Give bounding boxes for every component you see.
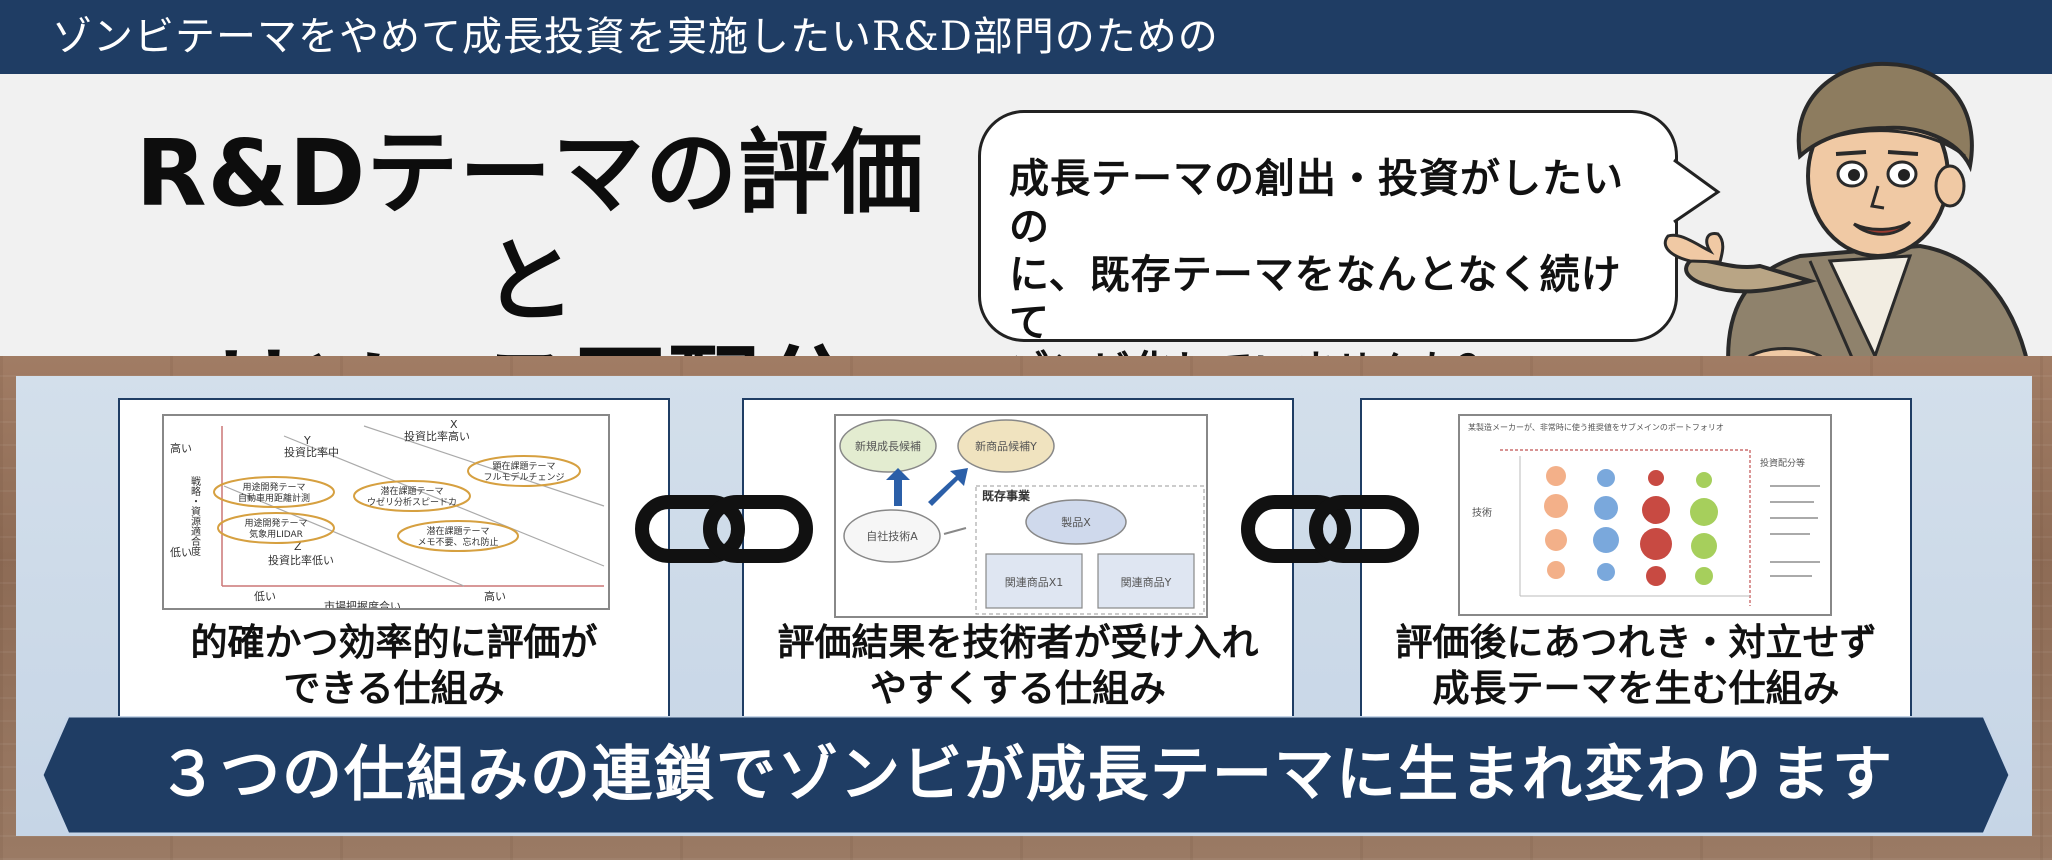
line-x-marker: X bbox=[450, 418, 458, 431]
bubble-new-product: 新商品候補Y bbox=[975, 439, 1037, 453]
card-2-caption: 評価結果を技術者が受け入れ やすくする仕組み bbox=[744, 620, 1292, 712]
card-2-figure: 既存事業 新規成長候補 新商品候補Y 自社技術A 製品X 関連商品X1 関連商品… bbox=[834, 414, 1208, 618]
card-3-caption-line1: 評価後にあつれき・対立せず bbox=[1395, 621, 1877, 664]
card-acceptance: 既存事業 新規成長候補 新商品候補Y 自社技術A 製品X 関連商品X1 関連商品… bbox=[742, 398, 1294, 718]
line-y-marker: Y bbox=[303, 434, 311, 447]
line-z-marker: Z bbox=[294, 540, 302, 553]
ellipse-1-l2: 自動車用距離計測 bbox=[238, 492, 310, 504]
figure-3-title: 某製造メーカーが、非常時に使う推奨値をサブメインのポートフォリオ bbox=[1468, 422, 1724, 432]
line-x-label: 投資比率高い bbox=[404, 429, 470, 443]
bottom-banner-shape bbox=[42, 716, 2010, 834]
x-high-label: 高い bbox=[484, 589, 506, 603]
ellipse-4-l2: 気象用LIDAR bbox=[249, 528, 303, 540]
x-low-label: 低い bbox=[254, 590, 276, 603]
ellipse-2-l1: 潜在課題テーマ bbox=[380, 485, 443, 497]
ellipse-5-l1: 潜在課題テーマ bbox=[426, 525, 489, 537]
speech-bubble-line1: 成長テーマの創出・投資がしたいの bbox=[1009, 156, 1624, 250]
ellipse-3-l2: フルモデルチェンジ bbox=[483, 471, 564, 483]
line-y-label: 投資比率中 bbox=[284, 445, 339, 459]
line-z-label: 投資比率低い bbox=[268, 553, 334, 567]
ellipse-3-l1: 顕在課題テーマ bbox=[492, 460, 555, 472]
card-2-caption-line1: 評価結果を技術者が受け入れ bbox=[777, 621, 1259, 664]
card-3-figure: 某製造メーカーが、非常時に使う推奨値をサブメインのポートフォリオ 技術 投資配分… bbox=[1458, 414, 1832, 616]
top-banner: ゾンビテーマをやめて成長投資を実施したいR&D部門のための bbox=[0, 0, 2052, 74]
card-2-caption-line2: やすくする仕組み bbox=[870, 667, 1166, 710]
bubble-new-growth: 新規成長候補 bbox=[855, 439, 921, 453]
ellipse-5-l2: メモ不要、忘れ防止 bbox=[417, 536, 498, 548]
card-3-caption-line2: 成長テーマを生む仕組み bbox=[1432, 667, 1840, 710]
existing-business-label: 既存事業 bbox=[982, 488, 1031, 503]
card-growth: 某製造メーカーが、非常時に使う推奨値をサブメインのポートフォリオ 技術 投資配分… bbox=[1360, 398, 1912, 718]
portfolio-matrix-icon: 高い 低い 戦略・資源適合度 低い 高い 市場把握度合い X 投資比率高い Y … bbox=[164, 416, 608, 610]
y-high-label: 高い bbox=[170, 441, 192, 455]
bottom-banner: ３つの仕組みの連鎖でゾンビが成長テーマに生まれ変わります bbox=[42, 716, 2010, 834]
bottom-banner-text: ３つの仕組みの連鎖でゾンビが成長テーマに生まれ変わります bbox=[158, 740, 1894, 810]
chain-link-icon bbox=[635, 495, 813, 563]
speech-bubble-tail bbox=[1672, 158, 1721, 224]
bubble-product-x: 製品X bbox=[1061, 515, 1091, 529]
y-low-label: 低い bbox=[170, 546, 192, 559]
x-axis-label: 市場把握度合い bbox=[324, 599, 401, 610]
y-axis-label: 戦略・資源適合度 bbox=[189, 475, 201, 557]
business-bubble-diagram-icon: 既存事業 新規成長候補 新商品候補Y 自社技術A 製品X 関連商品X1 関連商品… bbox=[836, 416, 1206, 616]
card-evaluation: 高い 低い 戦略・資源適合度 低い 高い 市場把握度合い X 投資比率高い Y … bbox=[118, 398, 670, 718]
figure-3-right-label: 投資配分等 bbox=[1760, 457, 1805, 469]
figure-3-left-label: 技術 bbox=[1472, 506, 1492, 519]
bubble-related-y: 関連商品Y bbox=[1121, 575, 1172, 589]
card-1-caption-line2: できる仕組み bbox=[283, 667, 505, 710]
ellipse-1-l1: 用途開発テーマ bbox=[242, 481, 305, 493]
ellipse-4-l1: 用途開発テーマ bbox=[244, 517, 307, 529]
speech-bubble-line2: に、既存テーマをなんとなく続けて bbox=[1009, 252, 1622, 346]
ellipse-2-l2: ウゼリ分析スピードカ bbox=[367, 496, 457, 508]
card-3-caption: 評価後にあつれき・対立せず 成長テーマを生む仕組み bbox=[1362, 620, 1910, 712]
card-1-caption: 的確かつ効率的に評価が できる仕組み bbox=[120, 620, 668, 712]
bubble-related-x1: 関連商品X1 bbox=[1005, 575, 1064, 589]
chain-link-icon bbox=[1241, 495, 1419, 563]
bubble-own-tech: 自社技術A bbox=[866, 529, 918, 543]
allocation-chart-icon: 某製造メーカーが、非常時に使う推奨値をサブメインのポートフォリオ 技術 投資配分… bbox=[1460, 416, 1830, 614]
page-title-line1: R&Dテーマの評価と bbox=[135, 120, 925, 335]
card-1-caption-line1: 的確かつ効率的に評価が bbox=[190, 621, 598, 664]
speech-bubble: 成長テーマの創出・投資がしたいの に、既存テーマをなんとなく続けて ゾンビ化して… bbox=[978, 110, 1678, 394]
card-1-figure: 高い 低い 戦略・資源適合度 低い 高い 市場把握度合い X 投資比率高い Y … bbox=[162, 414, 610, 610]
